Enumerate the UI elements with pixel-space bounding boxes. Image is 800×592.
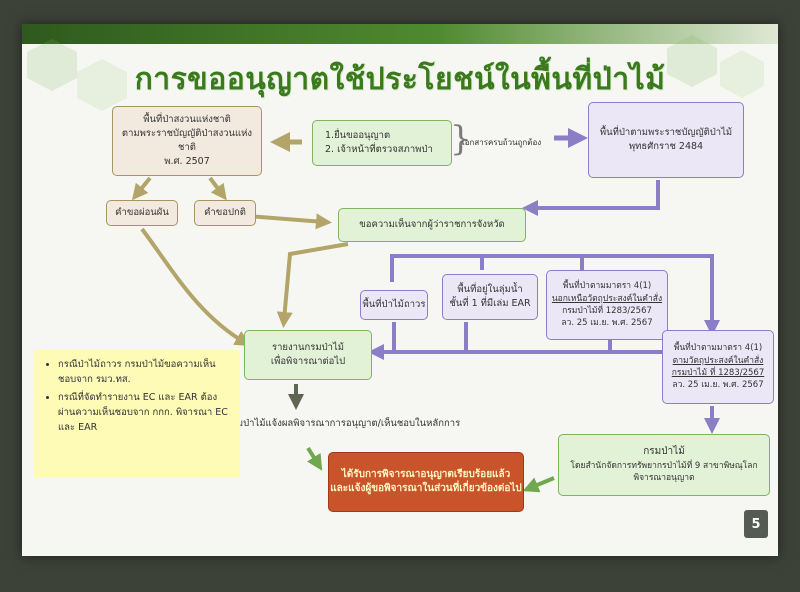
forest-act-line2: พุทธศักราช 2484 — [628, 141, 704, 152]
watershed-line2: ชั้นที่ 1 ที่มีเล่ม EAR — [449, 298, 531, 309]
slide: การขออนุญาตใช้ประโยชน์ในพื้นที่ป่าไม้ — [22, 24, 778, 556]
section4-outside-line3: กรมป่าไม้ที่ 1283/2567 — [562, 306, 652, 316]
steps-note: เอกสารครบถ้วนถูกต้อง — [462, 138, 542, 147]
page-number: 5 — [744, 510, 768, 538]
page-title: การขออนุญาตใช้ประโยชน์ในพื้นที่ป่าไม้ — [134, 62, 666, 97]
result-line1: ได้รับการพิจารณาอนุญาตเรียบร้อยแล้ว — [341, 468, 511, 480]
watershed-line1: พื้นที่อยู่ในลุ่มน้ำ — [457, 284, 523, 296]
steps-line1: 1.ยื่นขออนุญาต — [325, 130, 391, 142]
hexagon-decoration-icon — [27, 39, 127, 111]
note-item: กรณีที่จัดทำรายงาน EC และ EAR ต้องผ่านคว… — [58, 391, 232, 435]
section4-inside-line4: ลว. 25 เม.ย. พ.ศ. 2567 — [672, 380, 764, 391]
arrow-governor-to-report — [276, 242, 349, 328]
caption-rfd-notify: กรมป่าไม้แจ้งผลพิจารณาการอนุญาต/เห็นชอบใ… — [226, 418, 461, 429]
box-request-relaxation: คำขอผ่อนผัน — [106, 200, 178, 226]
steps-line2: 2. เจ้าหน้าที่ตรวจสภาพป่า — [325, 144, 433, 155]
arrow-normal-to-governor — [247, 213, 332, 230]
box-section4-inside: พื้นที่ป่าตามมาตรา 4(1) ตามวัตถุประสงค์ใ… — [662, 330, 774, 404]
arrow-office-to-result — [522, 476, 555, 493]
section4-outside-line2: นอกเหนือวัตถุประสงค์ในคำสั่ง — [551, 293, 663, 304]
governor-opinion-label: ขอความเห็นจากผู้ว่าราชการจังหวัด — [359, 219, 505, 231]
arrow-reserve-to-normal — [208, 176, 227, 201]
request-normal-label: คำขอปกติ — [204, 207, 246, 219]
rfd-office-line2: โดยสำนักจัดการทรัพยากรป่าไม้ที่ 9 สาขาพิ… — [570, 460, 758, 471]
arrow-notify-to-result — [306, 446, 323, 471]
box-forest-act: พื้นที่ป่าตามพระราชบัญญัติป่าไม้ พุทธศัก… — [588, 102, 744, 178]
permanent-forest-label: พื้นที่ป่าไม้ถาวร — [362, 299, 426, 311]
notes-panel: กรณีป่าไม้ถาวร กรมป่าไม้ขอความเห็นชอบจาก… — [34, 350, 240, 478]
request-relaxation-label: คำขอผ่อนผัน — [115, 207, 169, 219]
box-national-reserve: พื้นที่ป่าสงวนแห่งชาติ ตามพระราชบัญญัติป… — [112, 106, 262, 176]
section4-inside-line2: ตามวัตถุประสงค์ในคำสั่ง — [672, 355, 764, 366]
arrow-relaxation-to-report — [140, 227, 251, 347]
arrow-categories-to-report — [368, 344, 666, 364]
section4-inside-line1: พื้นที่ป่าตามมาตรา 4(1) — [673, 343, 763, 354]
arrow-forest-act-to-governor — [522, 180, 660, 216]
box-watershed: พื้นที่อยู่ในลุ่มน้ำ ชั้นที่ 1 ที่มีเล่ม… — [442, 274, 538, 320]
rfd-office-line3: พิจารณาอนุญาต — [633, 473, 695, 484]
brace-icon: } — [450, 119, 472, 159]
arrow-reserve-to-relaxation — [131, 176, 152, 201]
result-line2: และแจ้งผู้ขอพิจารณาในส่วนที่เกี่ยวข้องต่… — [330, 483, 522, 494]
box-request-normal: คำขอปกติ — [194, 200, 256, 226]
forest-act-line1: พื้นที่ป่าตามพระราชบัญญัติป่าไม้ — [599, 127, 733, 139]
note-item: กรณีป่าไม้ถาวร กรมป่าไม้ขอความเห็นชอบจาก… — [58, 358, 232, 387]
report-rfd-line2: เพื่อพิจารณาต่อไป — [270, 356, 346, 367]
box-section4-outside: พื้นที่ป่าตามมาตรา 4(1) นอกเหนือวัตถุประ… — [546, 270, 668, 340]
box-steps: 1.ยื่นขออนุญาต 2. เจ้าหน้าที่ตรวจสภาพป่า — [312, 120, 452, 166]
hexagon-decoration-icon — [667, 35, 764, 98]
box-permanent-forest: พื้นที่ป่าไม้ถาวร — [360, 290, 428, 320]
box-result: ได้รับการพิจารณาอนุญาตเรียบร้อยแล้ว และแ… — [328, 452, 524, 512]
national-reserve-line3: พ.ศ. 2507 — [164, 155, 210, 167]
rfd-office-line1: กรมป่าไม้ — [643, 446, 685, 458]
section4-outside-line4: ลว. 25 เม.ย. พ.ศ. 2567 — [561, 318, 653, 329]
branch-governor-to-categories — [390, 254, 720, 336]
box-rfd-office: กรมป่าไม้ โดยสำนักจัดการทรัพยากรป่าไม้ที… — [558, 434, 770, 496]
box-report-rfd: รายงานกรมป่าไม้ เพื่อพิจารณาต่อไป — [244, 330, 372, 380]
report-rfd-line1: รายงานกรมป่าไม้ — [272, 342, 344, 354]
national-reserve-line2: ตามพระราชบัญญัติป่าสงวนแห่งชาติ — [121, 128, 253, 153]
slide-top-band — [22, 24, 778, 44]
national-reserve-line1: พื้นที่ป่าสงวนแห่งชาติ — [143, 114, 231, 126]
section4-outside-line1: พื้นที่ป่าตามมาตรา 4(1) — [562, 281, 652, 292]
box-governor-opinion: ขอความเห็นจากผู้ว่าราชการจังหวัด — [338, 208, 526, 242]
section4-inside-line3: กรมป่าไม้ ที่ 1283/2567 — [671, 368, 765, 378]
